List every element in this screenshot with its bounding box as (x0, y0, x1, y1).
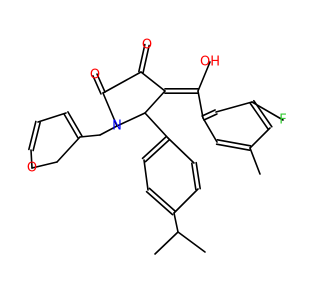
bond-a2-a3 (143, 159, 149, 191)
bond-c2-c3 (102, 71, 142, 94)
atom-label-furan-oxygen: O (27, 161, 37, 176)
bond-c3-c4 (140, 71, 166, 92)
bond-ipr-ime1 (154, 231, 179, 255)
atom-label-layer: O O OH O N F (27, 38, 287, 176)
bond-cex-oh (197, 61, 211, 92)
bond-layer (28, 43, 284, 255)
bond-a3-a4-a (145, 190, 174, 216)
bond-b5-b6 (202, 117, 218, 143)
bond-c2-o_lac-a (96, 73, 106, 93)
atom-label-nitrogen: N (112, 119, 122, 134)
bond-b4-b5-b (215, 143, 251, 151)
bond-n-c2 (102, 92, 118, 127)
bond-c5-n (116, 112, 146, 127)
bond-n-ch2 (99, 125, 118, 136)
atom-label-ketone-oxygen: O (142, 38, 152, 53)
bond-a5-a6-b (191, 162, 197, 191)
bond-a3-a4-b (148, 187, 177, 213)
bond-cf5-of (30, 149, 33, 169)
bond-c3-o_ket-a (142, 44, 150, 74)
bond-cf4-cf5-a (28, 120, 37, 151)
bond-c4-c5 (144, 90, 166, 114)
atom-label-lactam-oxygen: O (90, 68, 100, 83)
bond-b6-b1-a (203, 113, 218, 121)
bond-c5-a1 (144, 112, 169, 139)
bond-c3-o_ket-b (138, 43, 146, 73)
bond-cf2-cf3-a (67, 111, 83, 137)
bond-b2-f (251, 101, 284, 121)
bond-b6-b1-b (201, 109, 216, 117)
bond-b2-b3-a (249, 102, 269, 131)
bond-a1-a2-a (141, 135, 168, 160)
bond-ipr-ime2 (177, 231, 206, 253)
bond-cf4-cf5-b (32, 121, 41, 152)
bond-a6-a1 (167, 137, 195, 164)
bond-ch2-cf2 (79, 134, 101, 138)
atom-label-fluorine: F (279, 113, 286, 128)
bond-cf3-cf4 (37, 112, 67, 123)
bond-b3-b4 (249, 127, 271, 149)
bond-b4-b5-a (216, 139, 252, 147)
bond-cf2-cf3-b (63, 113, 79, 139)
bond-b1-b2 (215, 101, 253, 113)
bond-of-cf1 (31, 161, 58, 169)
atom-label-hydroxyl: OH (200, 55, 220, 70)
bond-cf1-cf2 (56, 136, 81, 163)
bond-a1-a2-b (144, 138, 171, 163)
bond-b4-me (249, 147, 261, 175)
bond-c2-o_lac-b (92, 75, 102, 95)
bond-a4-ipr (173, 212, 179, 233)
molecule-structure: O O OH O N F (27, 38, 287, 255)
bond-cex-b6 (197, 90, 204, 119)
bond-a5-a6-a (195, 161, 201, 190)
bond-a4-a5 (173, 188, 199, 214)
